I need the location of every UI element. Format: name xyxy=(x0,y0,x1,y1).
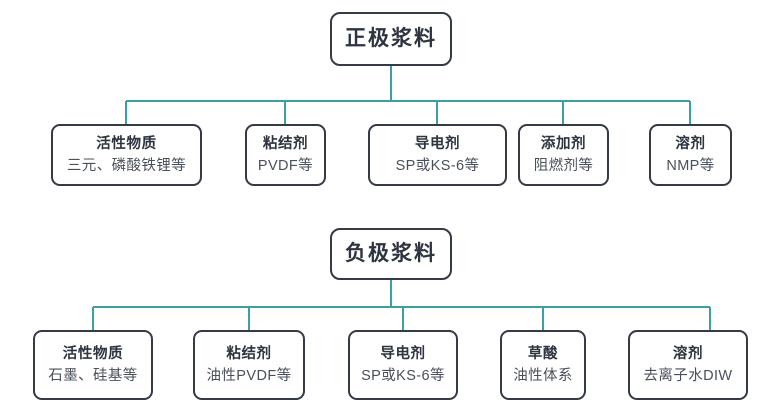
node-subtitle: SP或KS-6等 xyxy=(361,367,445,384)
node-subtitle: PVDF等 xyxy=(257,157,314,174)
node-root-anode[interactable]: 负极浆料 xyxy=(330,228,452,280)
node-anode-oxalic-acid[interactable]: 草酸 油性体系 xyxy=(500,330,586,400)
node-subtitle: 石墨、硅基等 xyxy=(48,367,138,384)
node-title: 活性物质 xyxy=(96,135,157,152)
node-anode-binder[interactable]: 粘结剂 油性PVDF等 xyxy=(193,330,305,400)
node-subtitle: 阻燃剂等 xyxy=(533,157,594,174)
connector-group-anode xyxy=(91,280,712,330)
node-title: 粘结剂 xyxy=(226,345,272,362)
node-subtitle: 去离子水DIW xyxy=(643,367,733,384)
node-title: 溶剂 xyxy=(675,135,706,152)
node-title: 导电剂 xyxy=(414,135,461,152)
connector-group-cathode xyxy=(124,66,692,124)
node-subtitle: 三元、磷酸铁锂等 xyxy=(66,157,187,174)
node-cathode-solvent[interactable]: 溶剂 NMP等 xyxy=(649,124,732,186)
node-root-cathode[interactable]: 正极浆料 xyxy=(330,12,452,66)
node-anode-conductive-agent[interactable]: 导电剂 SP或KS-6等 xyxy=(348,330,458,400)
node-cathode-additive[interactable]: 添加剂 阻燃剂等 xyxy=(518,124,609,186)
node-title: 添加剂 xyxy=(540,135,587,152)
node-anode-solvent[interactable]: 溶剂 去离子水DIW xyxy=(628,330,748,400)
node-title: 溶剂 xyxy=(672,345,704,362)
node-title: 正极浆料 xyxy=(345,26,437,50)
node-title: 导电剂 xyxy=(380,345,426,362)
node-title: 负极浆料 xyxy=(345,241,437,265)
node-title: 活性物质 xyxy=(62,345,124,362)
node-subtitle: 油性体系 xyxy=(513,367,573,384)
node-anode-active-material[interactable]: 活性物质 石墨、硅基等 xyxy=(33,330,153,400)
node-title: 草酸 xyxy=(527,345,559,362)
node-cathode-conductive-agent[interactable]: 导电剂 SP或KS-6等 xyxy=(368,124,507,186)
node-subtitle: 油性PVDF等 xyxy=(206,367,292,384)
node-cathode-active-material[interactable]: 活性物质 三元、磷酸铁锂等 xyxy=(51,124,202,186)
node-subtitle: NMP等 xyxy=(666,157,715,174)
node-title: 粘结剂 xyxy=(262,135,309,152)
node-cathode-binder[interactable]: 粘结剂 PVDF等 xyxy=(245,124,326,186)
node-subtitle: SP或KS-6等 xyxy=(395,157,480,174)
